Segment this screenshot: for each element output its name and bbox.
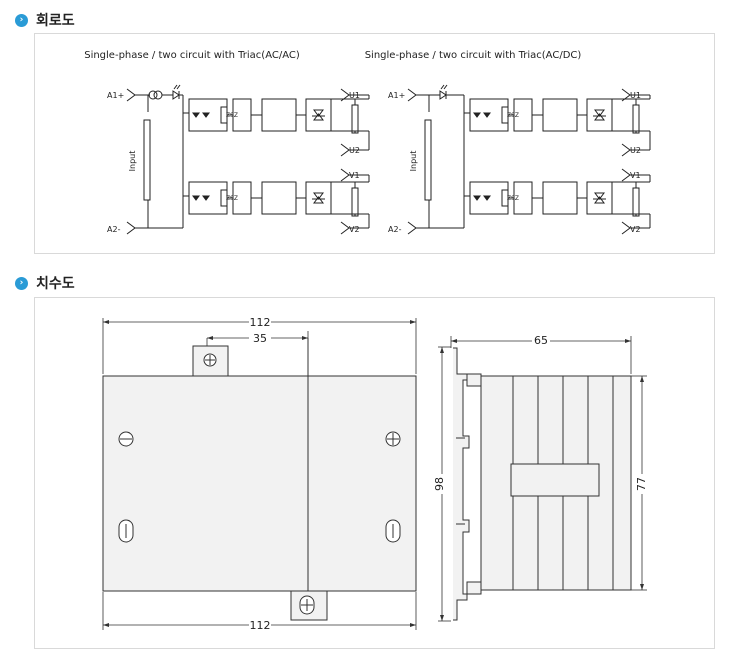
circuit-diagrams: Single-phase / two circuit with Triac(AC…: [84, 50, 651, 235]
circuit-ac-dc: Single-phase / two circuit with Triac(AC…: [365, 50, 651, 235]
terminal-v2-label: V2: [349, 225, 360, 234]
zsz-label: ZSZ: [226, 112, 238, 119]
terminal-v1-label: V1: [349, 171, 360, 180]
input-label: Input: [409, 151, 418, 172]
chevron-right-icon: ›: [15, 276, 28, 290]
terminal-v1-label: V1: [630, 171, 641, 180]
terminal-v2-label: V2: [630, 225, 641, 234]
terminal-u2-label: U2: [630, 146, 641, 155]
terminal-a1-label: A1+: [388, 91, 405, 100]
section-header-circuit: › 회로도: [15, 10, 75, 30]
circuit-title: Single-phase / two circuit with Triac(AC…: [365, 50, 582, 61]
terminal-u1-label: U1: [630, 91, 641, 100]
terminal-a1-label: A1+: [107, 91, 124, 100]
section-title: 회로도: [36, 13, 75, 29]
terminal-a2-label: A2-: [388, 225, 402, 234]
dimension-drawing-panel: 112 35: [34, 297, 715, 649]
dim-mount-offset: 35: [253, 332, 267, 345]
terminal-a2-label: A2-: [107, 225, 121, 234]
circuit-ac-ac: Single-phase / two circuit with Triac(AC…: [84, 50, 370, 235]
terminal-u2-label: U2: [349, 146, 360, 155]
zsz-label: ZSZ: [507, 195, 519, 202]
circuit-title: Single-phase / two circuit with Triac(AC…: [84, 50, 300, 61]
side-view: 65 98 77: [433, 334, 649, 622]
dim-height-body: 77: [635, 477, 648, 491]
dim-height-overall: 98: [433, 477, 446, 491]
terminal-u1-label: U1: [349, 91, 360, 100]
front-view: 112 35: [102, 316, 417, 632]
input-label: Input: [128, 151, 137, 172]
chevron-right-icon: ›: [15, 13, 28, 27]
section-title: 치수도: [36, 276, 75, 292]
section-header-dimensions: › 치수도: [15, 273, 75, 293]
zsz-label: ZSZ: [226, 195, 238, 202]
dimension-drawings: 112 35: [102, 316, 649, 632]
circuit-diagram-panel: Single-phase / two circuit with Triac(AC…: [34, 33, 715, 254]
dim-width-top: 112: [250, 316, 271, 329]
dim-depth: 65: [534, 334, 548, 347]
dim-width-bottom: 112: [250, 619, 271, 632]
zsz-label: ZSZ: [507, 112, 519, 119]
